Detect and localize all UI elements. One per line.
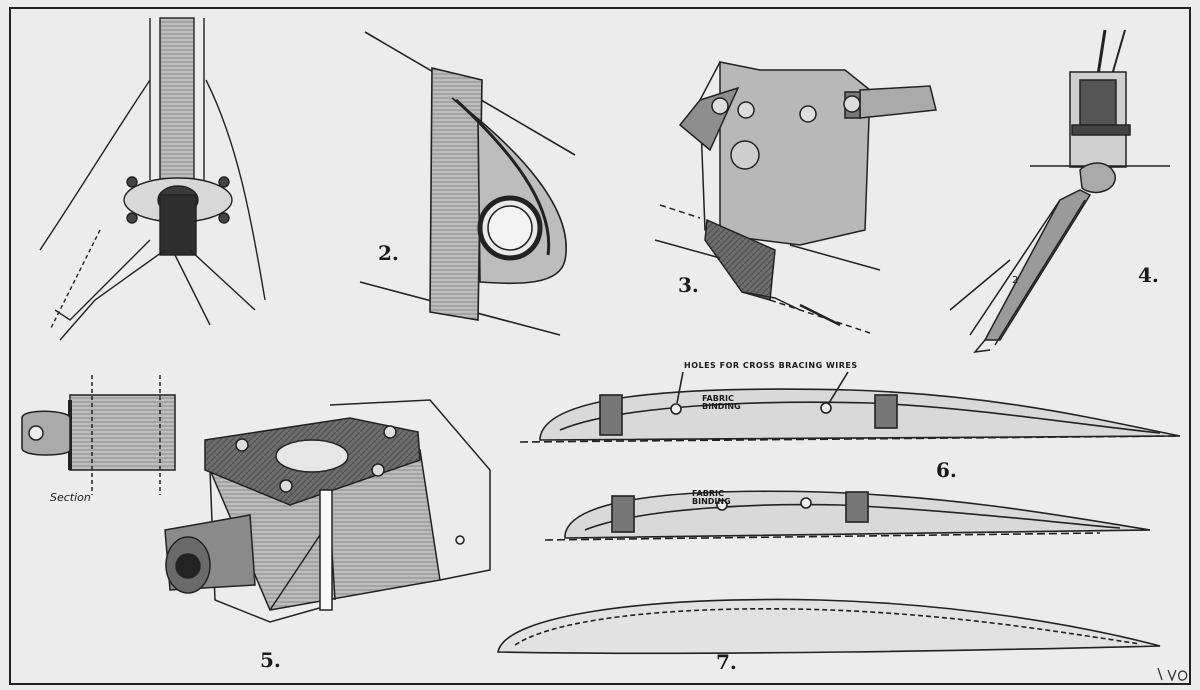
fig4-hinge-stay [949, 29, 1170, 353]
fig6-wing-ribs [519, 371, 1181, 541]
figure-label-3: 3. [678, 273, 699, 297]
fabric-binding-annotation-lower: FABRIC BINDING [692, 489, 731, 506]
fig2-eyelet-plate [359, 31, 576, 336]
section-label: Section [50, 491, 91, 504]
figure-label-4: 4. [1138, 263, 1159, 287]
fig3-bracket-fitting [654, 61, 937, 334]
fig1-strut-socket [39, 17, 266, 341]
fabric-binding-annotation-upper: FABRIC BINDING [702, 394, 741, 411]
figure-label-7: 7. [716, 650, 737, 674]
stay-mark: 2 [1012, 275, 1019, 286]
holes-annotation: HOLES FOR CROSS BRACING WIRES [684, 361, 858, 370]
figure-label-6: 6. [936, 458, 957, 482]
signature-mark [1157, 667, 1188, 682]
fig5-strut-end-fitting [21, 375, 491, 623]
figure-label-2: 2. [378, 241, 399, 265]
figure-label-5: 5. [260, 648, 281, 672]
fig7-rib-outline [497, 598, 1161, 655]
plate-border [9, 7, 1191, 685]
